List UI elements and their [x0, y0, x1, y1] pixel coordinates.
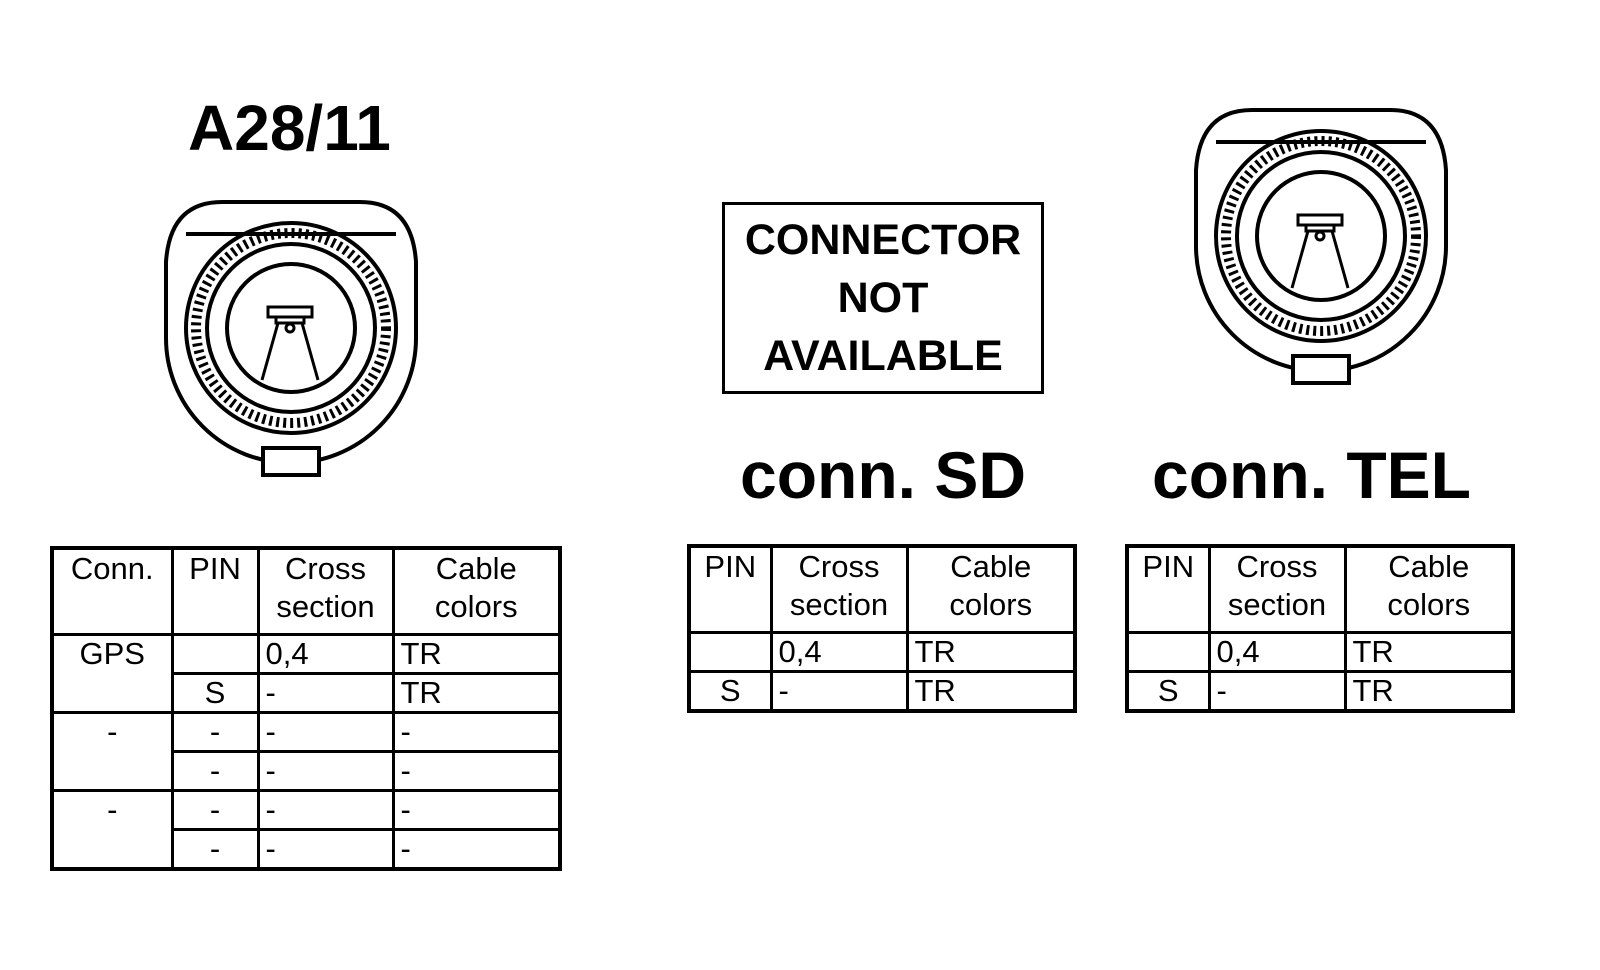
sd-title: conn. SD [740, 438, 1027, 512]
connector-outer-ring [1214, 129, 1428, 343]
contact-pin-hole [1314, 230, 1326, 242]
contact-pin-base [1304, 223, 1336, 233]
header-pin: PIN [687, 544, 773, 634]
header-pin: PIN [1125, 544, 1211, 634]
table-row: S - TR [52, 671, 562, 714]
cable-color-cell: TR [905, 669, 1077, 712]
contact-pin-leg-left [260, 322, 280, 381]
cable-color-cell: TR [905, 630, 1077, 673]
cable-color-cell: TR [391, 671, 562, 714]
table-row: - - - - [50, 710, 562, 792]
cable-color-cell: - [391, 788, 562, 831]
table-row: S - TR [1125, 669, 1515, 712]
header-pin: PIN [170, 546, 260, 636]
pin-cell: - [170, 827, 260, 870]
table-header-row: PIN Cross section Cable colors [687, 544, 1077, 634]
cross-section-cell: - [769, 669, 909, 712]
connector-tab [1291, 354, 1351, 385]
header-pin-text: PIN [189, 551, 241, 586]
header-cross-section-text: Cross section [789, 549, 889, 622]
cross-section-cell: - [256, 788, 395, 831]
a28-pin-table: Conn. PIN Cross section Cable colors GPS… [50, 546, 562, 871]
cable-color-cell: - [391, 827, 562, 870]
cross-section-cell: - [256, 671, 395, 714]
conn-cell: - [50, 710, 174, 792]
header-cross-section-text: Cross section [276, 551, 375, 624]
pin-cell: S [1125, 669, 1211, 712]
contact-pin-leg-left [1290, 230, 1310, 289]
connector-inner-ring [205, 242, 377, 414]
notice-line-3: AVAILABLE [763, 332, 1003, 380]
table-row: S - TR [687, 669, 1077, 712]
connector-tab [261, 446, 321, 477]
table-row: - - - - [50, 788, 562, 870]
table-header-row: Conn. PIN Cross section Cable colors [50, 546, 562, 636]
header-cable-colors: Cable colors [905, 544, 1077, 634]
header-cable-colors-text: Cable colors [434, 551, 518, 624]
contact-pin-leg-right [1330, 230, 1350, 289]
cross-section-cell: - [256, 710, 395, 753]
connector-inner-ring [1235, 150, 1407, 322]
contact-pin-hole [284, 322, 296, 334]
tel-pin-table: PIN Cross section Cable colors 0,4 TR S … [1125, 544, 1515, 713]
header-cross-section: Cross section [769, 544, 909, 634]
table-header-row: PIN Cross section Cable colors [1125, 544, 1515, 634]
cross-section-cell: - [256, 827, 395, 870]
table-row: GPS 0,4 TR [50, 632, 562, 714]
cross-section-cell: - [256, 749, 395, 792]
header-cross-section: Cross section [256, 546, 395, 636]
header-cross-section: Cross section [1207, 544, 1347, 634]
cross-section-cell: - [1207, 669, 1347, 712]
connector-socket [225, 262, 357, 394]
cable-color-cell: TR [1343, 669, 1515, 712]
table-row: - - - [52, 827, 562, 870]
connector-knurl-ring [1221, 136, 1421, 336]
pin-cell: - [170, 788, 260, 831]
table-row: 0,4 TR [687, 630, 1077, 673]
pin-cell: S [170, 671, 260, 714]
header-cable-colors: Cable colors [391, 546, 562, 636]
tel-title: conn. TEL [1152, 438, 1471, 512]
notice-line-1: CONNECTOR [744, 216, 1022, 264]
table-row: 0,4 TR [1125, 630, 1515, 673]
sd-pin-table: PIN Cross section Cable colors 0,4 TR S … [687, 544, 1077, 713]
connector-outer-ring [184, 221, 398, 435]
header-pin-text: PIN [704, 549, 757, 584]
pin-cell [687, 630, 773, 673]
pin-cell: S [687, 669, 773, 712]
pin-cell: - [170, 749, 260, 792]
a28-title: A28/11 [188, 92, 391, 164]
header-cable-colors: Cable colors [1343, 544, 1515, 634]
header-conn-text: Conn. [70, 551, 154, 586]
header-cable-colors-text: Cable colors [949, 549, 1033, 622]
connector-knurl-ring [191, 228, 391, 428]
cable-color-cell: TR [391, 632, 562, 675]
pin-cell [170, 632, 260, 675]
contact-pin-base [274, 315, 306, 325]
tel-connector-drawing [1194, 108, 1448, 385]
conn-cell: - [50, 788, 174, 870]
cross-section-cell: 0,4 [769, 630, 909, 673]
table-row: - - - [52, 749, 562, 792]
pin-cell: - [170, 710, 260, 753]
a28-connector-drawing [164, 200, 418, 477]
conn-cell: GPS [50, 632, 174, 714]
notice-line-2: NOT [837, 274, 929, 322]
connector-socket [1255, 170, 1387, 302]
header-pin-text: PIN [1142, 549, 1195, 584]
header-cable-colors-text: Cable colors [1387, 549, 1471, 622]
header-conn: Conn. [50, 546, 174, 636]
connector-not-available-notice: CONNECTOR NOT AVAILABLE [722, 202, 1044, 394]
contact-pin-leg-right [300, 322, 320, 381]
header-cross-section-text: Cross section [1227, 549, 1327, 622]
cross-section-cell: 0,4 [1207, 630, 1347, 673]
pin-cell [1125, 630, 1211, 673]
cross-section-cell: 0,4 [256, 632, 395, 675]
cable-color-cell: TR [1343, 630, 1515, 673]
cable-color-cell: - [391, 749, 562, 792]
cable-color-cell: - [391, 710, 562, 753]
